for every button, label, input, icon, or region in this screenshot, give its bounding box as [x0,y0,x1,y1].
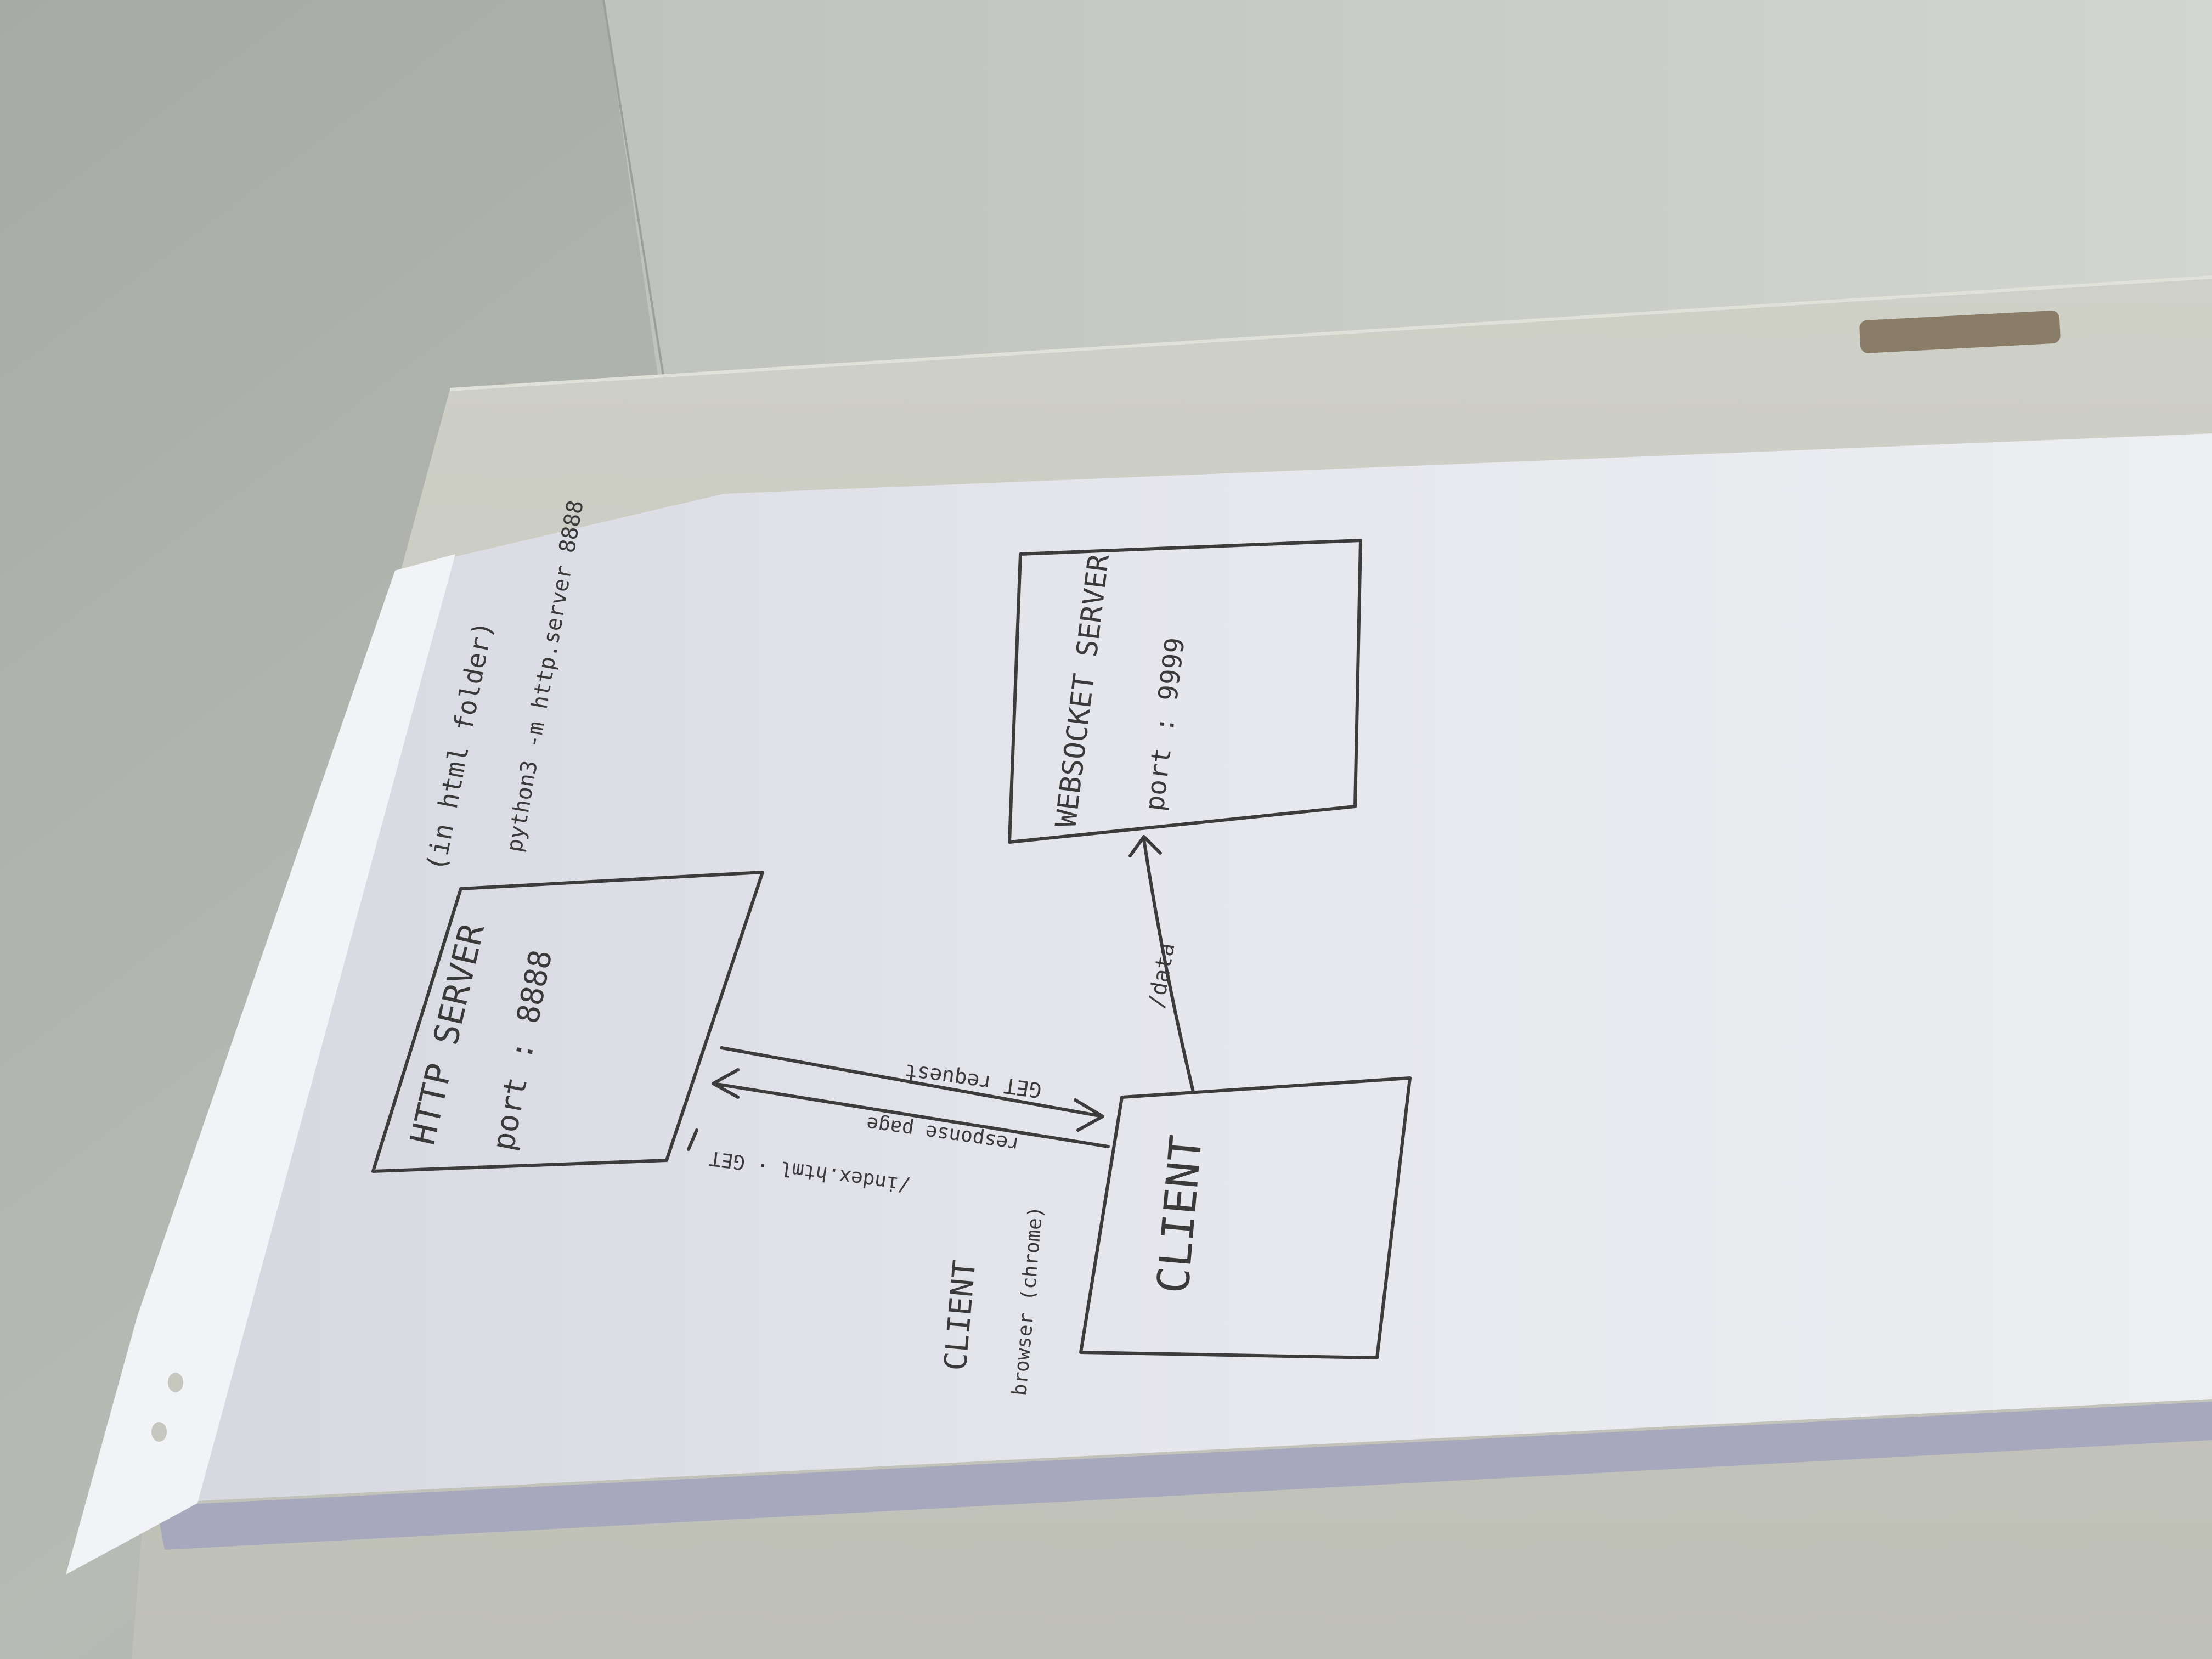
ceiling-edge [602,0,665,379]
client-websocket-arrow [1142,838,1195,1093]
client-websocket-arrow-head [1128,835,1162,857]
paper-sheet [154,433,2212,1503]
paper-curl [66,554,455,1575]
board-handle [1859,311,2061,353]
http-client-arrow-bottom [712,1082,1110,1148]
ceiling [603,0,2212,379]
http-client-arrow-top [720,1046,1104,1118]
http-client-arrow-top-head [1074,1098,1104,1132]
http-server-box [371,871,764,1173]
punch-hole [168,1373,183,1392]
punch-hole [151,1422,167,1442]
http-client-arrow-bottom-head [712,1068,740,1099]
http-box-tick [687,1128,698,1151]
paper-stack-edge [156,1402,2212,1550]
hand-drawn-diagram [371,539,1412,1359]
board-edge [449,275,2212,391]
websocket-server-box [1008,539,1362,844]
client-box [1079,1076,1412,1359]
